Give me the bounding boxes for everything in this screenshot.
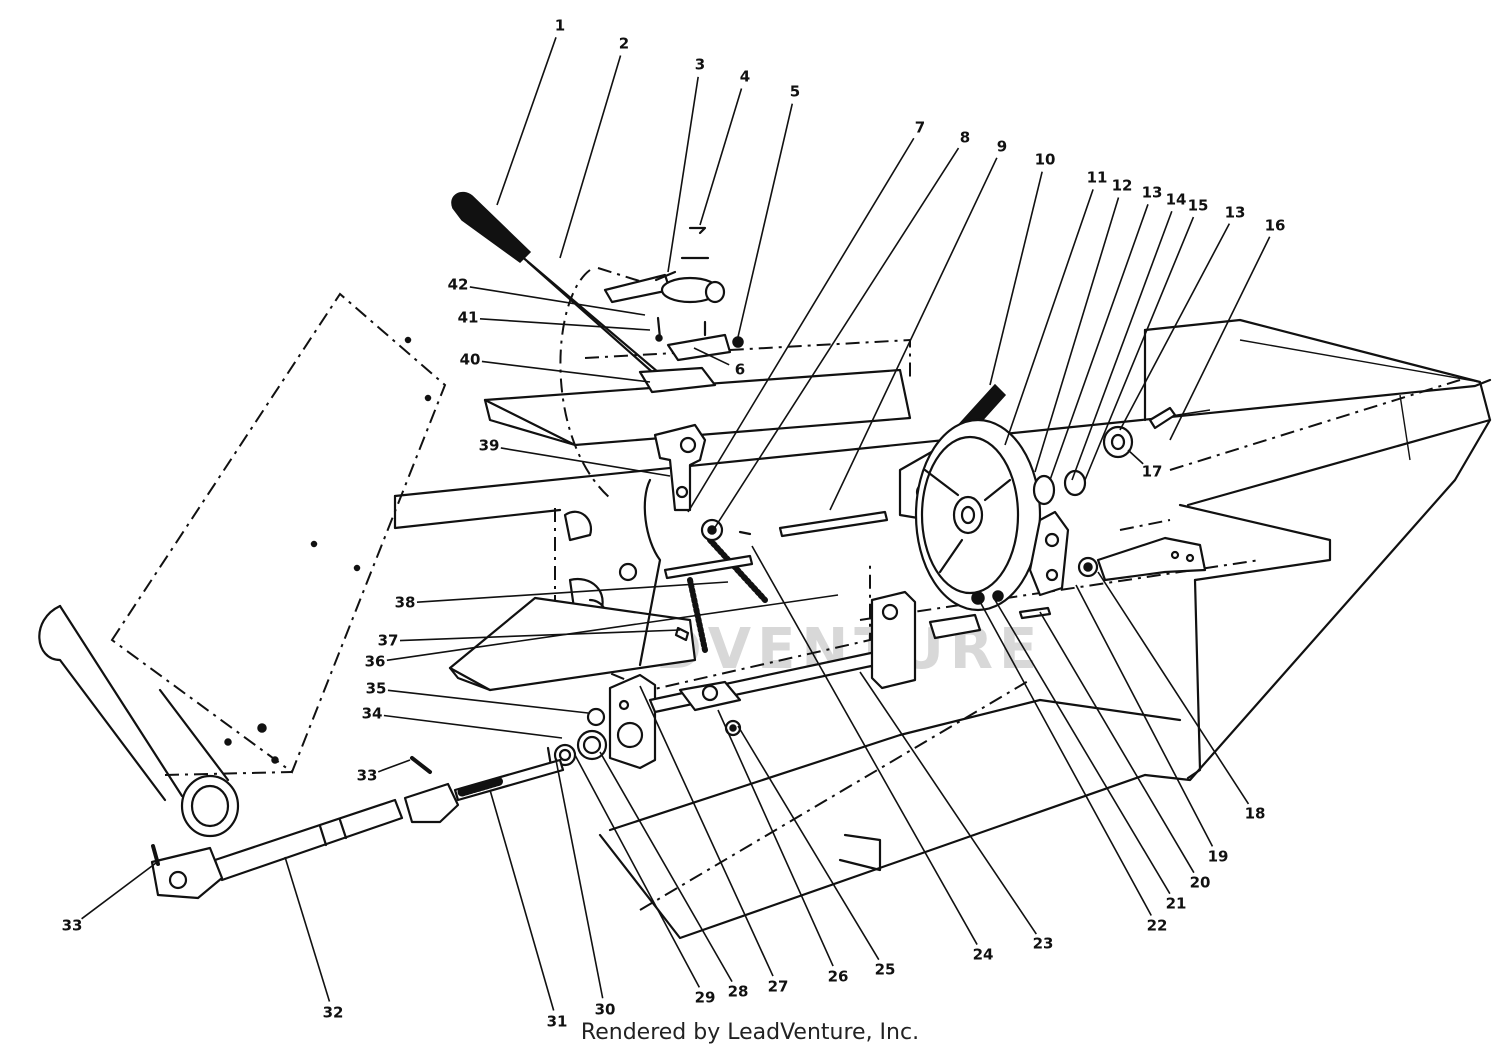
callout-39: 39 (479, 437, 500, 455)
leader-line-38 (416, 581, 729, 604)
callout-30: 30 (595, 1001, 616, 1019)
callout-12: 12 (1112, 177, 1133, 195)
leader-line-41 (479, 317, 651, 331)
callout-9: 9 (997, 138, 1007, 156)
callout-34: 34 (362, 705, 383, 723)
callout-8: 8 (960, 129, 970, 147)
pulley-assembly (898, 383, 1207, 612)
leader-line-5 (737, 103, 794, 338)
callout-5: 5 (790, 83, 800, 101)
mower-frame (393, 318, 1492, 940)
callout-11: 11 (1087, 169, 1108, 187)
leader-line-29 (574, 754, 701, 988)
callout-22: 22 (1147, 917, 1168, 935)
callout-10: 10 (1035, 151, 1056, 169)
leader-line-14 (1071, 210, 1173, 481)
callout-24: 24 (973, 946, 994, 964)
callout-16: 16 (1265, 217, 1286, 235)
callout-2: 2 (619, 35, 629, 53)
callout-4: 4 (740, 68, 750, 86)
leader-line-13 (1049, 204, 1149, 481)
leader-line-16 (1169, 236, 1271, 441)
callout-38: 38 (395, 594, 416, 612)
leader-line-10 (989, 171, 1043, 386)
callout-13: 13 (1142, 184, 1163, 202)
leader-line-9 (829, 157, 998, 511)
leader-line-4 (699, 88, 743, 226)
leader-line-31 (489, 789, 555, 1011)
leader-line-6 (693, 347, 730, 366)
leader-line-42 (469, 286, 646, 316)
render-credit: Rendered by LeadVenture, Inc. (580, 1020, 920, 1045)
leader-line-37 (399, 629, 681, 642)
foot-bracket (448, 596, 697, 692)
callout-32: 32 (323, 1004, 344, 1022)
leader-line-33 (81, 859, 161, 920)
leader-line-17 (1127, 449, 1144, 465)
leader-line-3 (667, 76, 699, 273)
callout-7: 7 (915, 119, 925, 137)
leader-line-36 (386, 594, 839, 662)
callout-33: 33 (62, 917, 83, 935)
callout-36: 36 (365, 653, 386, 671)
leader-line-21 (994, 599, 1171, 895)
callout-14: 14 (1166, 191, 1187, 209)
callout-19: 19 (1208, 848, 1229, 866)
leader-line-2 (559, 55, 622, 259)
leader-line-19 (1075, 584, 1214, 847)
leader-line-27 (639, 685, 774, 977)
lever-brackets (603, 226, 744, 667)
callout-17: 17 (1142, 463, 1163, 481)
leader-line-34 (383, 714, 563, 739)
callout-35: 35 (366, 680, 387, 698)
callout-23: 23 (1033, 935, 1054, 953)
callout-31: 31 (547, 1013, 568, 1031)
leader-line-12 (1034, 197, 1120, 473)
leader-line-28 (599, 751, 733, 982)
leader-line-30 (555, 759, 604, 999)
leader-line-25 (737, 725, 880, 961)
callout-3: 3 (695, 56, 705, 74)
leader-line-1 (496, 37, 557, 206)
leader-line-7 (687, 137, 915, 513)
leader-line-24 (751, 545, 978, 945)
callout-leaders (81, 37, 1271, 1011)
leader-line-39 (500, 447, 671, 477)
callout-27: 27 (768, 978, 789, 996)
callout-33: 33 (357, 767, 378, 785)
callout-29: 29 (695, 989, 716, 1007)
callout-6: 6 (735, 361, 745, 379)
leader-line-33 (377, 759, 411, 773)
leader-line-23 (859, 671, 1037, 935)
callout-40: 40 (460, 351, 481, 369)
leader-line-26 (717, 709, 834, 967)
callout-28: 28 (728, 983, 749, 1001)
callout-20: 20 (1190, 874, 1211, 892)
callout-21: 21 (1166, 895, 1187, 913)
callout-26: 26 (828, 968, 849, 986)
callout-37: 37 (378, 632, 399, 650)
leader-line-15 (1084, 216, 1195, 481)
leader-line-35 (387, 689, 589, 714)
leader-line-11 (1004, 189, 1094, 446)
discharge-chute (38, 292, 447, 838)
callout-13: 13 (1225, 204, 1246, 222)
callout-41: 41 (458, 309, 479, 327)
callout-1: 1 (555, 17, 565, 35)
callout-15: 15 (1188, 197, 1209, 215)
callout-42: 42 (448, 276, 469, 294)
leader-line-40 (481, 360, 651, 383)
leader-line-18 (1097, 571, 1250, 805)
callout-25: 25 (875, 961, 896, 979)
leader-line-32 (284, 856, 331, 1002)
leader-line-20 (1039, 611, 1195, 874)
leader-line-13 (1119, 223, 1231, 431)
leader-line-22 (977, 597, 1152, 916)
leader-line-8 (711, 147, 960, 533)
main-shaft (608, 590, 982, 770)
callout-18: 18 (1245, 805, 1266, 823)
drive-shaft (150, 707, 608, 900)
